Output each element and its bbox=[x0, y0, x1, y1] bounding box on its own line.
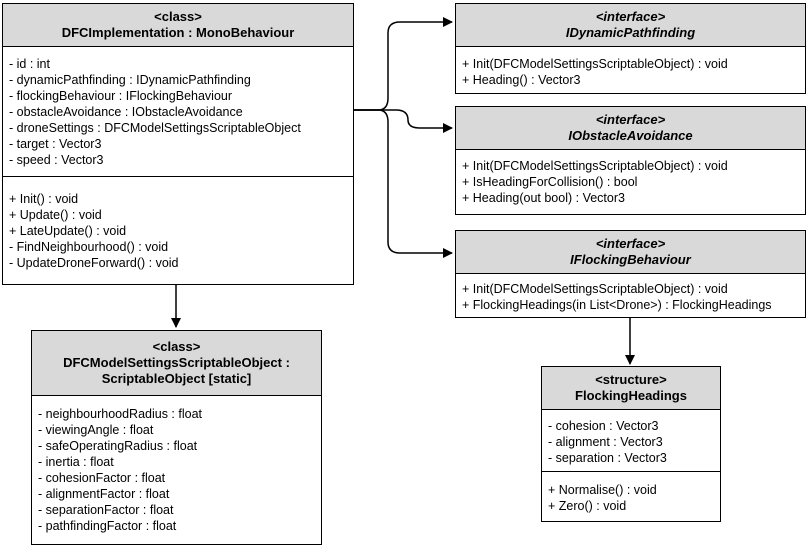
attribute: - alignmentFactor : float bbox=[38, 487, 170, 501]
attribute: - safeOperatingRadius : float bbox=[38, 439, 198, 453]
interface-name: IDynamicPathfinding bbox=[565, 25, 696, 40]
method: + Heading(out bool) : Vector3 bbox=[462, 191, 625, 205]
flockingheadings-structure: <structure> FlockingHeadings - cohesion … bbox=[541, 366, 721, 522]
stereotype-label: <interface> bbox=[595, 112, 666, 127]
attribute: - inertia : float bbox=[38, 455, 114, 469]
methods-section: + Normalise() : void + Zero() : void bbox=[542, 472, 720, 514]
idynamicpathfinding-interface: <interface> IDynamicPathfinding + Init(D… bbox=[455, 3, 806, 94]
attribute: - flockingBehaviour : IFlockingBehaviour bbox=[9, 89, 233, 103]
attribute: - id : int bbox=[9, 57, 50, 71]
attributes-section: - neighbourhoodRadius : float - viewingA… bbox=[32, 396, 321, 534]
method: + Normalise() : void bbox=[548, 483, 657, 497]
attribute: - speed : Vector3 bbox=[9, 153, 104, 167]
class-name: DFCImplementation : MonoBehaviour bbox=[61, 25, 295, 40]
methods-section: + Init(DFCModelSettingsScriptableObject)… bbox=[456, 150, 805, 206]
attribute: - cohesionFactor : float bbox=[38, 471, 166, 485]
attribute: - target : Vector3 bbox=[9, 137, 102, 151]
method: + Zero() : void bbox=[548, 499, 627, 513]
class-header: <class> DFCImplementation : MonoBehaviou… bbox=[3, 4, 353, 47]
class-name-continued: ScriptableObject [static] bbox=[101, 371, 252, 386]
interface-name: IFlockingBehaviour bbox=[570, 252, 691, 267]
method: + IsHeadingForCollision() : bool bbox=[462, 175, 638, 189]
structure-header: <structure> FlockingHeadings bbox=[542, 367, 720, 410]
structure-name: FlockingHeadings bbox=[575, 388, 687, 403]
method: - UpdateDroneForward() : void bbox=[9, 256, 179, 270]
iflockingbehaviour-interface: <interface> IFlockingBehaviour + Init(DF… bbox=[455, 230, 806, 318]
attribute: - alignment : Vector3 bbox=[548, 435, 663, 449]
stereotype-label: <class> bbox=[154, 9, 202, 24]
attribute: - dynamicPathfinding : IDynamicPathfindi… bbox=[9, 73, 251, 87]
interface-header: <interface> IObstacleAvoidance bbox=[456, 107, 805, 150]
attribute: - separationFactor : float bbox=[38, 503, 174, 517]
method: + Heading() : Vector3 bbox=[462, 73, 581, 87]
arrow-to-idynamicpathfinding bbox=[353, 17, 453, 111]
attribute: - cohesion : Vector3 bbox=[548, 419, 659, 433]
attribute: - viewingAngle : float bbox=[38, 423, 154, 437]
methods-section: + Init() : void + Update() : void + Late… bbox=[3, 177, 353, 271]
interface-header: <interface> IFlockingBehaviour bbox=[456, 231, 805, 274]
attribute: - neighbourhoodRadius : float bbox=[38, 407, 203, 421]
method: + Init() : void bbox=[9, 192, 79, 206]
method: + Init(DFCModelSettingsScriptableObject)… bbox=[462, 159, 728, 173]
attribute: - pathfindingFactor : float bbox=[38, 519, 177, 533]
class-header: <class> DFCModelSettingsScriptableObject… bbox=[32, 331, 321, 396]
settings-scriptable-object-class: <class> DFCModelSettingsScriptableObject… bbox=[31, 330, 322, 545]
iobstacleavoidance-interface: <interface> IObstacleAvoidance + Init(DF… bbox=[455, 106, 806, 215]
method: + Init(DFCModelSettingsScriptableObject)… bbox=[462, 282, 728, 296]
stereotype-label: <interface> bbox=[595, 9, 666, 24]
stereotype-label: <structure> bbox=[595, 372, 667, 387]
method: + Update() : void bbox=[9, 208, 102, 222]
method: + Init(DFCModelSettingsScriptableObject)… bbox=[462, 57, 728, 71]
arrow-to-iflockingbehaviour bbox=[353, 109, 453, 258]
attributes-section: - cohesion : Vector3 - alignment : Vecto… bbox=[542, 410, 720, 472]
stereotype-label: <class> bbox=[152, 339, 201, 354]
attribute: - droneSettings : DFCModelSettingsScript… bbox=[9, 121, 301, 135]
method: + LateUpdate() : void bbox=[9, 224, 127, 238]
attribute: - obstacleAvoidance : IObstacleAvoidance bbox=[9, 105, 243, 119]
arrow-to-iobstacleavoidance bbox=[353, 109, 453, 133]
interface-header: <interface> IDynamicPathfinding bbox=[456, 4, 805, 47]
method: - FindNeighbourhood() : void bbox=[9, 240, 169, 254]
interface-name: IObstacleAvoidance bbox=[568, 128, 693, 143]
attributes-section: - id : int - dynamicPathfinding : IDynam… bbox=[3, 47, 353, 177]
dfc-implementation-class: <class> DFCImplementation : MonoBehaviou… bbox=[2, 3, 354, 285]
class-name: DFCModelSettingsScriptableObject : bbox=[63, 355, 290, 370]
stereotype-label: <interface> bbox=[595, 236, 666, 251]
attribute: - separation : Vector3 bbox=[548, 451, 667, 465]
method: + FlockingHeadings(in List<Drone>) : Flo… bbox=[462, 298, 772, 312]
methods-section: + Init(DFCModelSettingsScriptableObject)… bbox=[456, 47, 805, 88]
methods-section: + Init(DFCModelSettingsScriptableObject)… bbox=[456, 274, 805, 313]
